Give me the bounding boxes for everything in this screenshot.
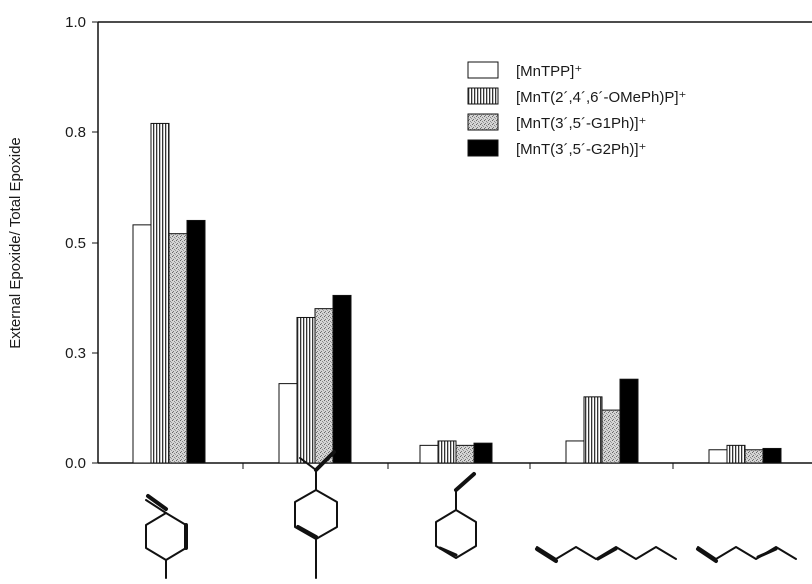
y-tick: 0.3 [65, 345, 98, 362]
legend-swatch [467, 113, 499, 131]
bar [132, 224, 152, 464]
y-tick: 1.0 [65, 14, 98, 31]
y-tick-label: 0.5 [65, 235, 86, 252]
bar-group [708, 444, 782, 464]
legend-swatch [467, 87, 499, 105]
legend-item: [MnT(3´,5´-G2Ph)]⁺ [467, 139, 646, 158]
bar [583, 396, 603, 464]
y-axis-label: External Epoxide/ Total Epoxide [7, 137, 24, 349]
bar [314, 308, 334, 464]
bar [332, 294, 352, 464]
y-tick: 0.0 [65, 455, 98, 472]
bar-group [278, 294, 352, 464]
bar [150, 122, 170, 464]
bar [455, 444, 475, 464]
molecule-4-icon [535, 546, 677, 563]
legend-label: [MnTPP]⁺ [516, 63, 582, 80]
bar [168, 233, 188, 464]
bar [186, 219, 206, 464]
bar [565, 440, 585, 464]
y-tick-label: 0.8 [65, 124, 86, 141]
bar [601, 409, 621, 464]
bar [726, 444, 746, 464]
legend-item: [MnT(3´,5´-G1Ph)]⁺ [467, 113, 646, 132]
molecule-2-icon [294, 450, 338, 579]
bar [419, 444, 439, 464]
legend-label: [MnT(2´,4´,6´-OMePh)P]⁺ [516, 89, 686, 106]
bar [473, 442, 493, 464]
y-tick-label: 0.0 [65, 455, 86, 472]
legend-label: [MnT(3´,5´-G1Ph)]⁺ [516, 115, 646, 132]
bar [708, 449, 728, 464]
bar [744, 449, 764, 464]
bar-group [132, 122, 206, 464]
x-ticks [242, 463, 674, 469]
bar [762, 447, 782, 464]
legend-label: [MnT(3´,5´-G2Ph)]⁺ [516, 141, 646, 158]
y-ticks: 0.0 0.3 0.5 0.8 1.0 [65, 14, 98, 472]
bar [278, 383, 298, 464]
bar [619, 378, 639, 464]
legend-item: [MnTPP]⁺ [467, 61, 582, 80]
legend-swatch [467, 139, 499, 157]
molecule-5-icon [696, 546, 797, 563]
y-tick: 0.8 [65, 124, 98, 141]
molecule-3-icon [435, 472, 477, 559]
bar [296, 316, 316, 464]
legend-swatch [467, 61, 499, 79]
bar-group [565, 378, 639, 464]
y-tick-label: 0.3 [65, 345, 86, 362]
molecule-1-icon [145, 494, 188, 579]
y-tick: 0.5 [65, 235, 98, 252]
bar [437, 440, 457, 464]
bar-group [419, 440, 493, 464]
bars [132, 122, 782, 464]
y-tick-label: 1.0 [65, 14, 86, 31]
molecule-structures [145, 450, 797, 579]
legend-item: [MnT(2´,4´,6´-OMePh)P]⁺ [467, 87, 686, 106]
legend: [MnTPP]⁺ [MnT(2´,4´,6´-OMePh)P]⁺ [MnT(3´,5… [467, 61, 686, 158]
